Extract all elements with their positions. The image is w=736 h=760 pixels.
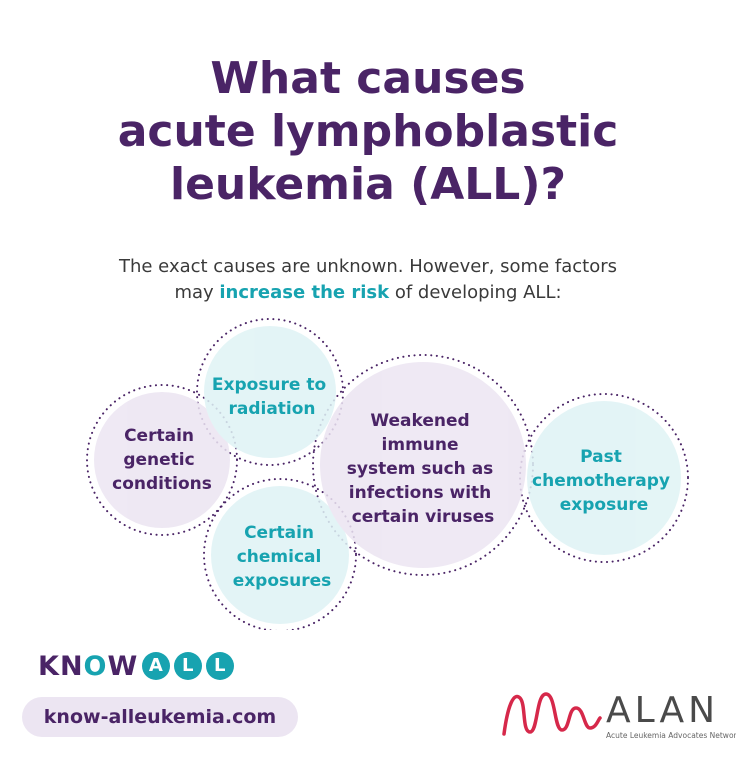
genetic-bubble [94,392,230,528]
radiation-label: Exposure to radiation [212,375,332,419]
title-line-2: acute lymphoblastic [117,106,619,157]
knowall-logo: K N O W A L L [38,648,235,684]
title-line-3: leukemia (ALL)? [170,159,566,210]
risk-factor-diagram: Certain genetic conditions Exposure to r… [86,318,689,630]
alan-logo: ALAN Acute Leukemia Advocates Network [500,684,736,744]
logo-letter-o: O [83,650,108,682]
alan-tagline: Acute Leukemia Advocates Network [606,731,736,740]
chemical-outline [203,478,357,630]
alan-wave-icon [502,692,602,736]
radiation-bubble [204,326,336,458]
radiation-outline [196,318,344,466]
logo-circle-l1: L [174,652,203,680]
title-line-1: What causes [210,53,526,104]
genetic-label: Certain genetic conditions [112,426,212,494]
chemo-bubble [527,401,681,555]
page-title: What causes acute lymphoblastic leukemia… [0,52,736,211]
intro-line-2-prefix: may [174,282,220,303]
intro-text: The exact causes are unknown. However, s… [0,254,736,306]
intro-line-2: may increase the risk of developing ALL: [0,280,736,306]
genetic-outline [86,384,238,536]
logo-letter-k: K [38,650,60,682]
intro-line-2-suffix: of developing ALL: [389,282,562,303]
logo-letter-w: W [107,650,139,682]
intro-highlight: increase the risk [219,282,390,303]
immune-label: Weakened immune system such as infection… [347,411,499,527]
logo-circle-a: A [142,652,171,680]
immune-bubble [320,362,526,568]
website-url: know-alleukemia.com [43,706,277,728]
logo-circle-l2: L [206,652,235,680]
chemo-label: Past chemotherapy exposure [532,447,676,515]
logo-letter-n: N [59,650,84,682]
alan-wordmark: ALAN [606,690,720,731]
website-link[interactable]: know-alleukemia.com [22,697,298,737]
chemical-label: Certain chemical exposures [233,523,332,591]
chemical-bubble [211,486,349,624]
intro-line-1: The exact causes are unknown. However, s… [118,256,617,277]
